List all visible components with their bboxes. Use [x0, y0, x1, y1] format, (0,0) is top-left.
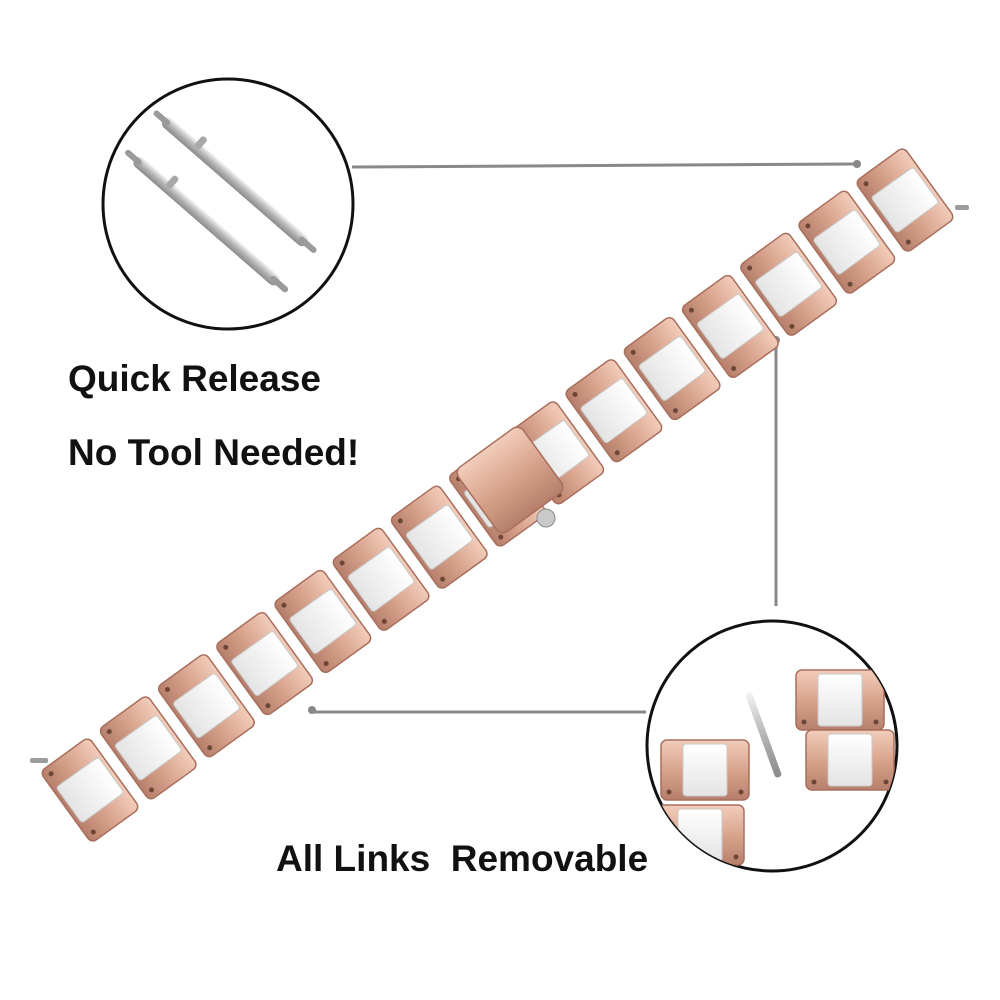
callout-lines: [313, 162, 856, 714]
band-link: [798, 190, 896, 294]
band-link: [390, 485, 488, 589]
detail-link: [655, 804, 745, 866]
band-link: [332, 527, 430, 631]
detail-spring-pin: [745, 692, 782, 778]
detail-link: [660, 739, 750, 801]
spring-bar-callout: [101, 77, 355, 331]
band-end-pin: [30, 758, 48, 763]
band-end-pin: [955, 205, 969, 210]
link-detail-left: [655, 739, 750, 866]
band-link: [681, 274, 779, 379]
watch-band: [30, 148, 969, 842]
quick-release-caption: Quick Release: [68, 358, 321, 399]
band-link: [274, 569, 372, 674]
detail-link: [805, 729, 895, 791]
band-link: [41, 738, 139, 842]
band-link: [216, 611, 314, 716]
band-link: [157, 654, 255, 758]
no-tool-caption: No Tool Needed!: [68, 432, 360, 473]
band-link: [99, 696, 197, 800]
butterfly-clasp: [456, 426, 564, 534]
band-link: [623, 316, 721, 421]
band-link: [565, 359, 663, 463]
all-links-caption: All Links Removable: [276, 838, 649, 879]
band-link: [856, 148, 954, 252]
removable-link-callout: [645, 619, 899, 873]
spring-bar-pins: [125, 110, 317, 293]
link-detail-right: [795, 669, 895, 791]
detail-link: [795, 669, 885, 731]
band-link: [740, 232, 838, 336]
